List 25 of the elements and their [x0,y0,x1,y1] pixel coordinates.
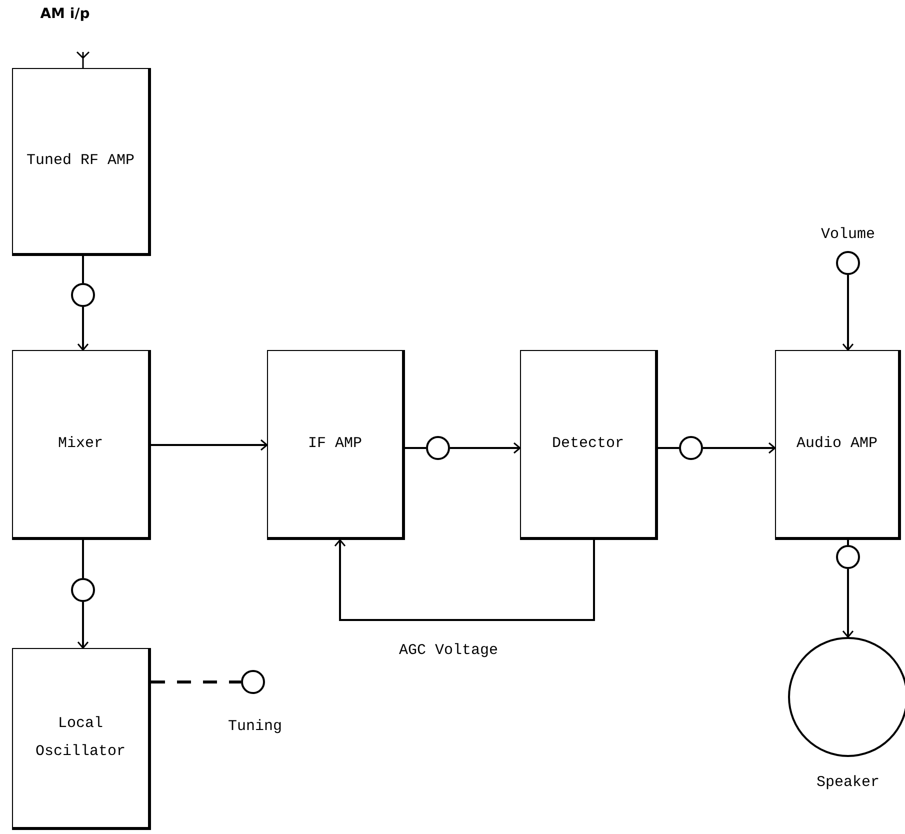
arrow [842,569,854,638]
arrow [151,439,268,451]
block-box [775,350,901,540]
block-label: Audio AMP [796,434,878,454]
arrow [703,442,776,454]
block-box [267,350,405,540]
arrow [334,539,595,621]
block-box [12,648,151,830]
node-caption: AM i/p [39,5,91,24]
node-caption: Tuning [226,717,283,737]
arrow [77,602,89,649]
block-label: Tuned RF AMP [26,151,135,171]
dashed-line [151,680,241,684]
block-box [12,350,151,540]
node-caption: Volume [820,225,876,245]
arrow [77,307,89,351]
block-label: Local Oscillator [34,714,126,762]
block-label: IF AMP [308,434,362,454]
block-box [520,350,658,540]
arrow [450,442,521,454]
block-box [12,68,151,256]
node-caption: Speaker [815,773,880,793]
block-label: Detector [552,434,624,454]
arrow [842,275,854,351]
block-label: Mixer [58,434,103,454]
